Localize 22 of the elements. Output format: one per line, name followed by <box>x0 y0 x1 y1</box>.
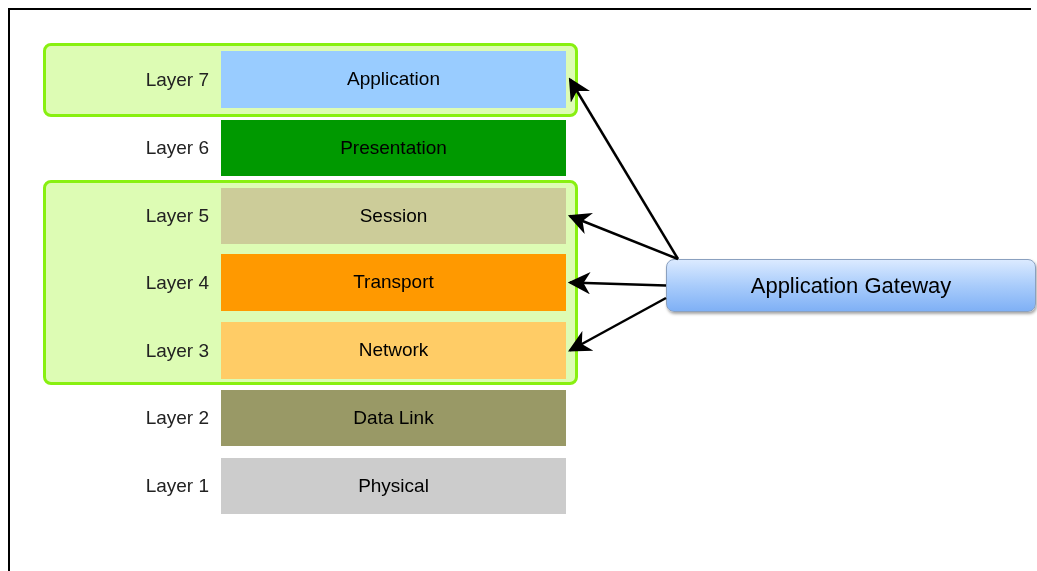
group-outline <box>43 43 578 117</box>
layer-name: Transport <box>353 270 434 295</box>
arrow <box>567 271 667 295</box>
layer-name: Network <box>358 338 429 363</box>
layer-number: Layer 7 <box>145 67 209 92</box>
group-outline <box>43 180 578 385</box>
layer-name: Session <box>359 203 428 228</box>
layer-name: Data Link <box>353 405 434 430</box>
gateway-box <box>666 259 1036 312</box>
layer-name: Presentation <box>340 135 447 160</box>
arrow <box>568 77 680 260</box>
layer-number: Layer 1 <box>145 473 209 498</box>
layer-number: Layer 5 <box>145 203 209 228</box>
layer-name: Physical <box>358 473 429 498</box>
arrow <box>568 296 667 352</box>
layer-number: Layer 3 <box>145 338 209 363</box>
arrow <box>567 213 679 261</box>
layer-name: Application <box>347 67 440 92</box>
layer-number: Layer 4 <box>145 270 209 295</box>
layer-name: Application Gateway <box>750 272 952 300</box>
layer-number: Layer 2 <box>145 405 209 430</box>
layer-number: Layer 6 <box>145 135 209 160</box>
